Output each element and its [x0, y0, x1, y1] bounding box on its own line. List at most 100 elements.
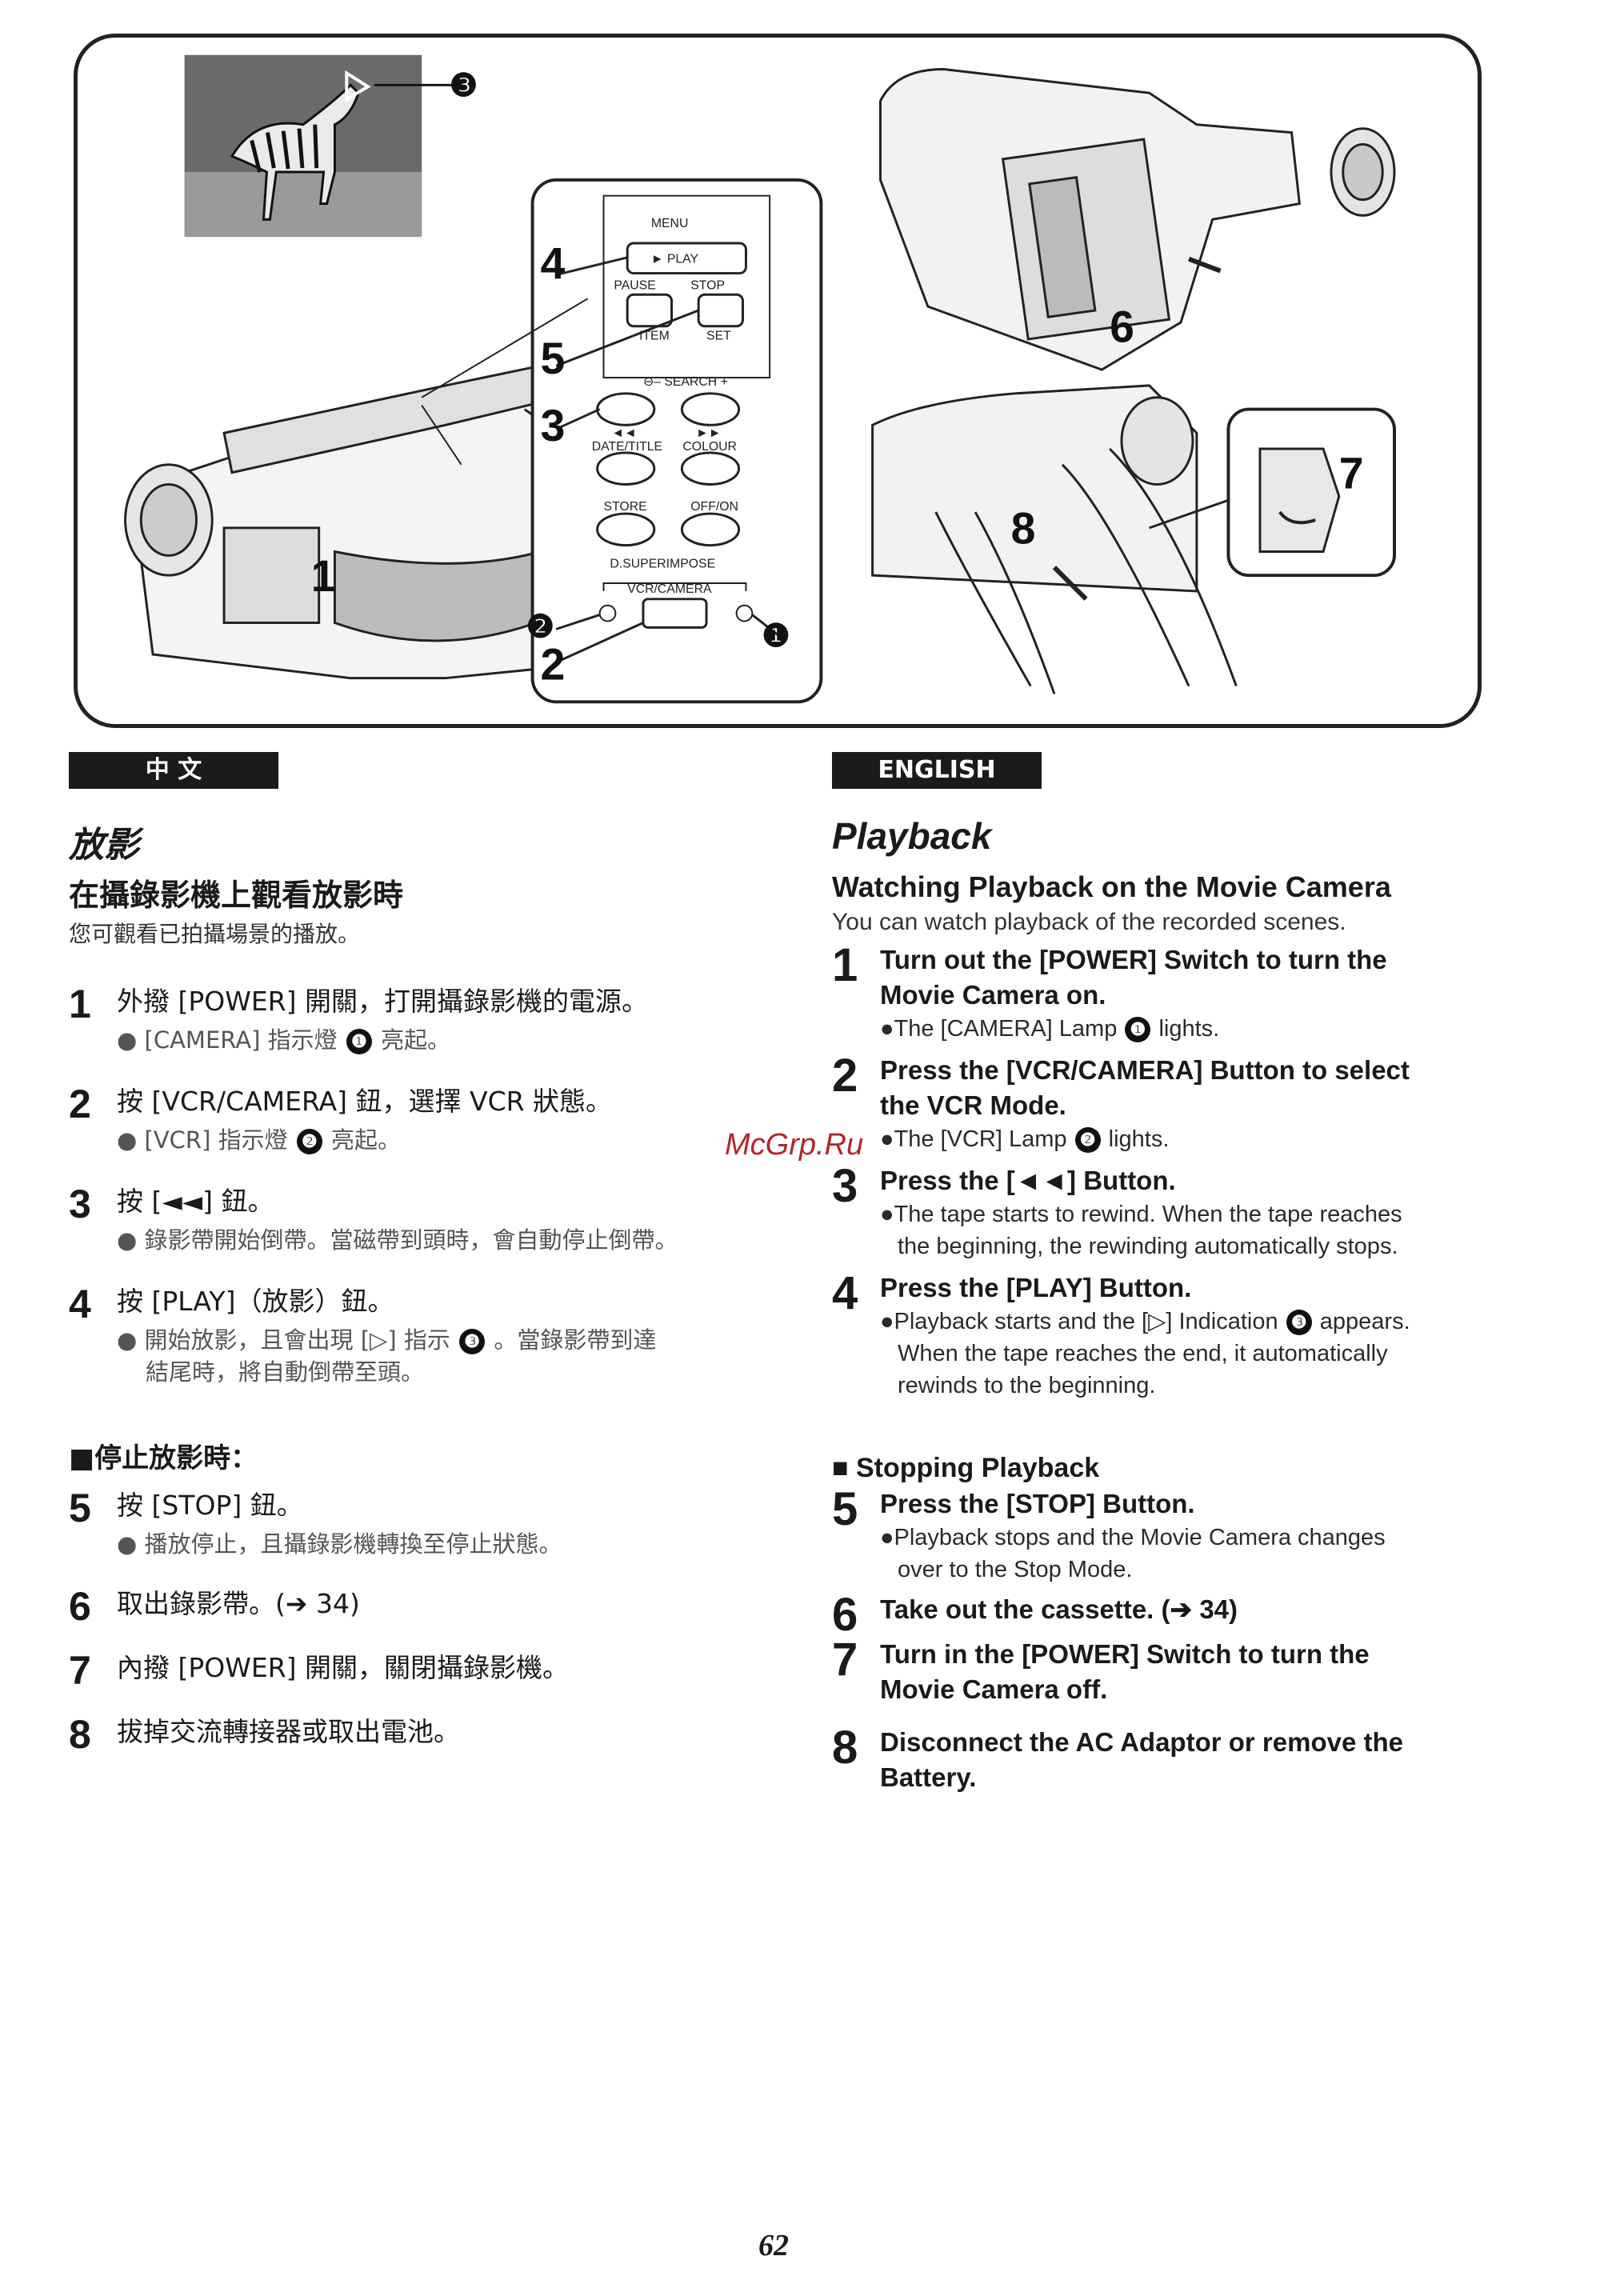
- callout-marker-3: ❸: [450, 68, 478, 103]
- step-text-l1: Press the [VCR/CAMERA] Button to select: [880, 1055, 1410, 1085]
- step-text: 取出錄影帶。(➔ 34): [117, 1588, 360, 1619]
- callout-marker-1: ❶: [762, 618, 790, 654]
- step-note-2: the beginning, the rewinding automatical…: [898, 1234, 1398, 1259]
- colour-label: COLOUR: [682, 440, 737, 454]
- lamp-2-badge: ❷: [296, 1129, 322, 1154]
- zh-intro: 您可觀看已拍攝場景的播放。: [69, 921, 361, 947]
- step-number: 6: [832, 1589, 858, 1641]
- lamp-1-badge: ❶: [1125, 1017, 1151, 1043]
- step-note-1: ●Playback stops and the Movie Camera cha…: [880, 1525, 1386, 1550]
- zh-step-6: 6 取出錄影帶。(➔ 34): [69, 1586, 360, 1626]
- step-text-l1: Take out the cassette. (➔ 34): [880, 1594, 1238, 1624]
- step-number: 8: [69, 1712, 91, 1757]
- zebra-photo: [184, 54, 422, 238]
- step-text-l2: Battery.: [880, 1762, 977, 1792]
- step-number: 2: [69, 1082, 91, 1126]
- step-text-l1: Press the [PLAY] Button.: [880, 1273, 1192, 1302]
- step-number: 3: [832, 1160, 858, 1212]
- set-label: SET: [706, 330, 731, 343]
- step-text: 內撥 [POWER] 開關，關閉攝錄影機。: [117, 1652, 570, 1683]
- step-number: 4: [832, 1267, 858, 1319]
- step-note-2: When the tape reaches the end, it automa…: [898, 1341, 1388, 1366]
- en-step-3: 3 Press the [◄◄] Button. ●The tape start…: [832, 1163, 1402, 1262]
- en-step-5: 5 Press the [STOP] Button. ●Playback sto…: [832, 1486, 1386, 1586]
- offon-label: OFF/ON: [690, 500, 738, 514]
- step-text-l2: the VCR Mode.: [880, 1090, 1066, 1120]
- camcorder-bottom-right-drawing: [871, 384, 1396, 694]
- step-note: ● [CAMERA] 指示燈 ❶ 亮起。: [117, 1026, 451, 1054]
- zh-step-8: 8 拔掉交流轉接器或取出電池。: [69, 1714, 460, 1754]
- step-note: ●The [CAMERA] Lamp ❶ lights.: [880, 1016, 1220, 1043]
- callout-5: 5: [540, 334, 565, 383]
- callout-3: 3: [540, 401, 565, 450]
- play-label: ► PLAY: [651, 253, 699, 266]
- step-number: 7: [69, 1648, 91, 1693]
- step-note-cont: 結尾時，將自動倒帶至頭。: [146, 1358, 425, 1386]
- store-label: STORE: [604, 500, 647, 514]
- step-number: 4: [69, 1282, 91, 1326]
- step-note-3: rewinds to the beginning.: [898, 1373, 1156, 1398]
- camcorder-top-right-drawing: [879, 68, 1396, 371]
- illustration-frame: MENU ► PLAY PAUSE STOP ITEM SET ⊖– SEARC…: [74, 34, 1482, 728]
- search-label: ⊖– SEARCH +: [643, 375, 728, 389]
- step-number: 1: [832, 939, 858, 991]
- step-text: 按 [VCR/CAMERA] 鈕，選擇 VCR 狀態。: [117, 1086, 613, 1117]
- control-panel-callout: [421, 178, 823, 704]
- step-number: 7: [832, 1634, 858, 1686]
- zh-step-5: 5 按 [STOP] 鈕。 ● 播放停止，且攝錄影機轉換至停止狀態。: [69, 1488, 562, 1560]
- step-text-l1: Turn in the [POWER] Switch to turn the: [880, 1639, 1370, 1669]
- step-note-2: over to the Stop Mode.: [898, 1557, 1133, 1582]
- step-text: 外撥 [POWER] 開關，打開攝錄影機的電源。: [117, 986, 649, 1017]
- callout-marker-2: ❷: [526, 609, 554, 644]
- en-step-8: 8 Disconnect the AC Adaptor or remove th…: [832, 1725, 1403, 1795]
- zh-step-4: 4 按 [PLAY]（放影）鈕。 ● 開始放影，且會出現 [▷] 指示 ❸ 。當…: [69, 1284, 656, 1388]
- en-step-4: 4 Press the [PLAY] Button. ●Playback sta…: [832, 1270, 1410, 1402]
- indication-3-badge: ❸: [1286, 1310, 1312, 1336]
- callout-8: 8: [1011, 504, 1036, 554]
- callout-7: 7: [1339, 448, 1364, 498]
- en-step-1: 1 Turn out the [POWER] Switch to turn th…: [832, 942, 1387, 1045]
- en-sub-title: Watching Playback on the Movie Camera: [832, 870, 1391, 903]
- step-note: ●The [VCR] Lamp ❷ lights.: [880, 1126, 1170, 1154]
- en-stop-heading: ■ Stopping Playback: [832, 1453, 1100, 1483]
- zh-stop-heading: ■停止放影時：: [69, 1442, 258, 1474]
- item-label: ITEM: [639, 330, 670, 343]
- step-text-l2: Movie Camera off.: [880, 1674, 1108, 1704]
- indication-3-badge: ❸: [459, 1329, 486, 1354]
- step-text-l1: Turn out the [POWER] Switch to turn the: [880, 945, 1387, 974]
- callout-6: 6: [1110, 302, 1134, 352]
- step-text-l1: Disconnect the AC Adaptor or remove the: [880, 1727, 1403, 1757]
- step-text-l2: Movie Camera on.: [880, 980, 1106, 1010]
- step-number: 5: [69, 1486, 91, 1530]
- en-section-title: Playback: [832, 815, 992, 857]
- camcorder-illustration: MENU ► PLAY PAUSE STOP ITEM SET ⊖– SEARC…: [124, 54, 1396, 704]
- page-number: 62: [758, 2229, 789, 2262]
- callout-1: 1: [311, 551, 336, 601]
- step-number: 3: [69, 1182, 91, 1226]
- step-note: ● 錄影帶開始倒帶。當磁帶到頭時，會自動停止倒帶。: [117, 1226, 678, 1254]
- callout-4: 4: [540, 238, 565, 288]
- step-note-1: ●Playback starts and the [▷] Indication …: [880, 1309, 1410, 1336]
- step-text: 按 [PLAY]（放影）鈕。: [117, 1286, 394, 1317]
- step-number: 5: [832, 1483, 858, 1535]
- en-intro: You can watch playback of the recorded s…: [832, 909, 1346, 935]
- chinese-language-tab: 中 文: [69, 752, 278, 789]
- stop-label: STOP: [690, 278, 725, 292]
- lamp-2-badge: ❷: [1074, 1127, 1101, 1154]
- rew-label: ◄◄: [611, 426, 636, 440]
- watermark: McGrp.Ru: [725, 1128, 864, 1162]
- step-number: 1: [69, 982, 91, 1026]
- step-note: ● 播放停止，且攝錄影機轉換至停止狀態。: [117, 1530, 562, 1558]
- callout-2: 2: [540, 640, 565, 690]
- callout-numbers: 4 5 3 2 1 6 7 8 ❸ ❷ ❶: [311, 68, 1364, 689]
- zh-step-3: 3 按 [◄◄] 鈕。 ● 錄影帶開始倒帶。當磁帶到頭時，會自動停止倒帶。: [69, 1184, 678, 1256]
- step-number: 2: [832, 1050, 858, 1102]
- zh-step-2: 2 按 [VCR/CAMERA] 鈕，選擇 VCR 狀態。 ● [VCR] 指示…: [69, 1084, 612, 1156]
- step-note: ● 開始放影，且會出現 [▷] 指示 ❸ 。當錄影帶到達: [117, 1326, 657, 1354]
- step-text: 拔掉交流轉接器或取出電池。: [117, 1716, 460, 1747]
- en-step-2: 2 Press the [VCR/CAMERA] Button to selec…: [832, 1053, 1410, 1155]
- dsuperimpose-label: D.SUPERIMPOSE: [610, 557, 715, 570]
- step-text-l1: Press the [◄◄] Button.: [880, 1166, 1176, 1195]
- step-number: 6: [69, 1584, 91, 1629]
- english-language-tab: ENGLISH: [832, 752, 1042, 789]
